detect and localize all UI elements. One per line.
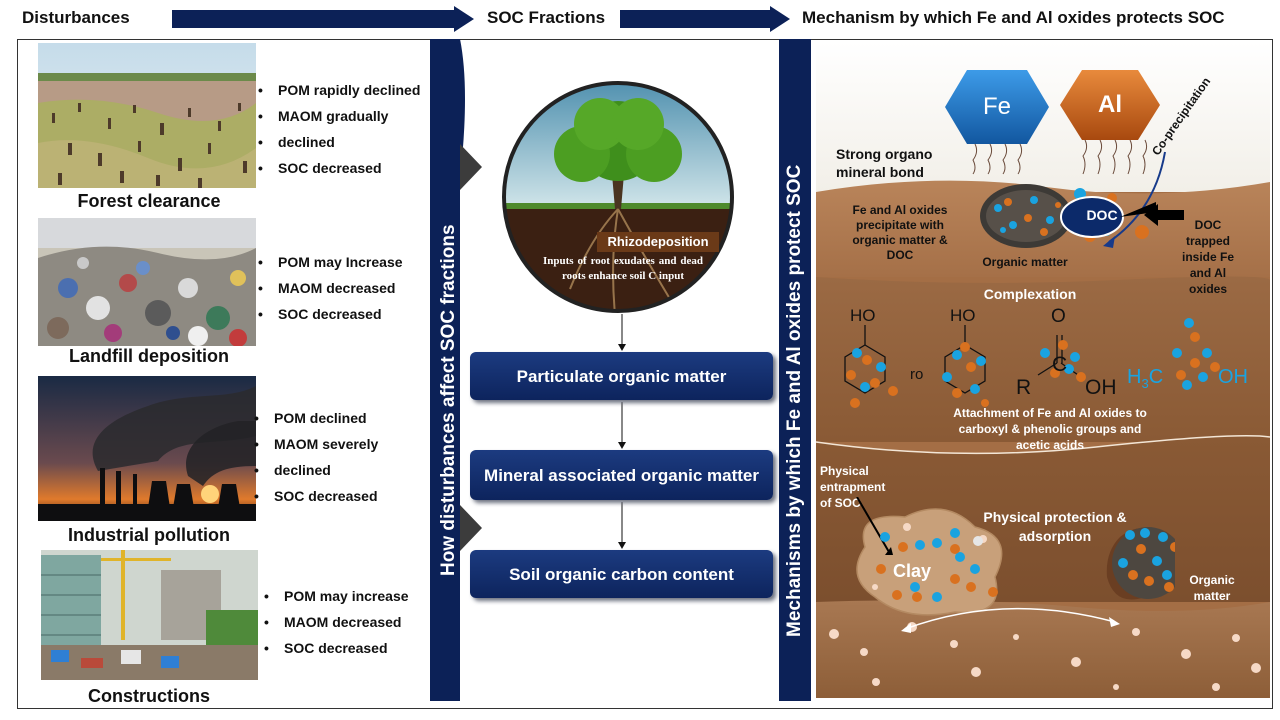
soc-content-box: Soil organic carbon content	[470, 550, 773, 598]
left-bar-label: How disturbances affect SOC fractions	[438, 224, 459, 576]
rhizodeposition-label-bg	[597, 232, 719, 252]
constructions-photo	[41, 550, 258, 680]
rhizodeposition-text: Inputs of root exudates and dead roots e…	[543, 255, 703, 282]
list-item: MAOM severely	[254, 431, 378, 457]
chem-ho-1: HO	[850, 306, 876, 325]
header-soc-fractions: SOC Fractions	[487, 8, 606, 27]
chem-c: C	[1052, 353, 1068, 376]
landfill-photo	[38, 218, 256, 346]
chem-ro: ro	[910, 366, 924, 383]
chem-h3c: H3C	[1127, 366, 1164, 391]
attachment-label: Attachment of Fe and Al oxides to carbox…	[953, 406, 1147, 452]
rhizodeposition-circle	[502, 81, 734, 313]
industrial-effects-list: POM declined MAOM severely declined SOC …	[254, 405, 378, 509]
organic-matter-doc	[980, 184, 1158, 248]
list-item: declined	[258, 129, 420, 155]
list-item: POM declined	[254, 405, 378, 431]
header-arrow-1	[172, 6, 474, 32]
chem-oh-1: OH	[1085, 376, 1117, 399]
complexation-label: Complexation	[983, 286, 1077, 302]
industrial-pollution-photo	[38, 376, 256, 521]
pom-box: Particulate organic matter	[470, 352, 773, 400]
doc-label: DOC	[1086, 207, 1118, 223]
landfill-effects-list: POM may Increase MAOM decreased SOC decr…	[258, 249, 403, 327]
right-bar-label: Mechanisms by which Fe and Al oxides pro…	[784, 164, 805, 637]
list-item: SOC decreased	[258, 301, 403, 327]
flow-arrows	[618, 314, 626, 549]
clay-label: Clay	[893, 561, 932, 581]
rhizodeposition-title: Rhizodeposition	[607, 234, 709, 249]
caption-landfill-deposition: Landfill deposition	[69, 346, 229, 366]
fe-label: Fe	[982, 93, 1011, 120]
main-frame	[17, 39, 1273, 709]
organic-matter-label: Organic matter	[982, 255, 1068, 269]
precipitate-label: Fe and Al oxides precipitate with organi…	[852, 203, 948, 262]
maom-box: Mineral associated organic matter	[470, 450, 773, 500]
list-item: SOC decreased	[254, 483, 378, 509]
list-item: declined	[254, 457, 378, 483]
organic-matter-2-label: Organic matter	[1189, 573, 1235, 603]
doc-trapped-label: DOC trapped inside Fe and Al oxides	[1181, 218, 1234, 296]
list-item: MAOM gradually	[258, 103, 420, 129]
co-precipitation-arrow	[1103, 151, 1166, 248]
list-item: SOC decreased	[258, 155, 420, 181]
list-item: POM may Increase	[258, 249, 403, 275]
construction-effects-list: POM may increase MAOM decreased SOC decr…	[264, 583, 409, 661]
clay-and-organic-matter	[856, 497, 1175, 633]
caption-forest-clearance: Forest clearance	[77, 191, 221, 211]
right-vertical-bar	[779, 39, 811, 701]
header-mechanism: Mechanism by which Fe and Al oxides prot…	[802, 8, 1225, 27]
header-arrow-2	[620, 6, 790, 32]
strong-bond-label: Strong organo mineral bond	[836, 146, 933, 180]
chem-ho-2: HO	[950, 306, 976, 325]
list-item: POM rapidly declined	[258, 77, 420, 103]
chem-r: R	[1016, 376, 1032, 399]
list-item: MAOM decreased	[258, 275, 403, 301]
chem-o: O	[1051, 306, 1066, 327]
list-item: SOC decreased	[264, 635, 409, 661]
list-item: POM may increase	[264, 583, 409, 609]
caption-constructions: Constructions	[87, 686, 210, 706]
physical-entrapment-label: Physical entrapment of SOC	[820, 464, 886, 510]
header-disturbances: Disturbances	[22, 8, 130, 27]
list-item: MAOM decreased	[264, 609, 409, 635]
left-vertical-bar	[430, 39, 482, 701]
caption-industrial-pollution: Industrial pollution	[68, 525, 230, 545]
chem-oh-2: OH	[1218, 366, 1248, 388]
doc-trap-arrow	[1144, 204, 1184, 226]
al-label: Al	[1098, 91, 1122, 118]
complexation-structures	[844, 318, 1220, 408]
physical-protection-label: Physical protection & adsorption	[983, 509, 1127, 544]
fe-al-hexagons	[945, 70, 1160, 175]
forest-clearance-photo	[38, 43, 256, 188]
forest-effects-list: POM rapidly declined MAOM gradually decl…	[258, 77, 420, 181]
